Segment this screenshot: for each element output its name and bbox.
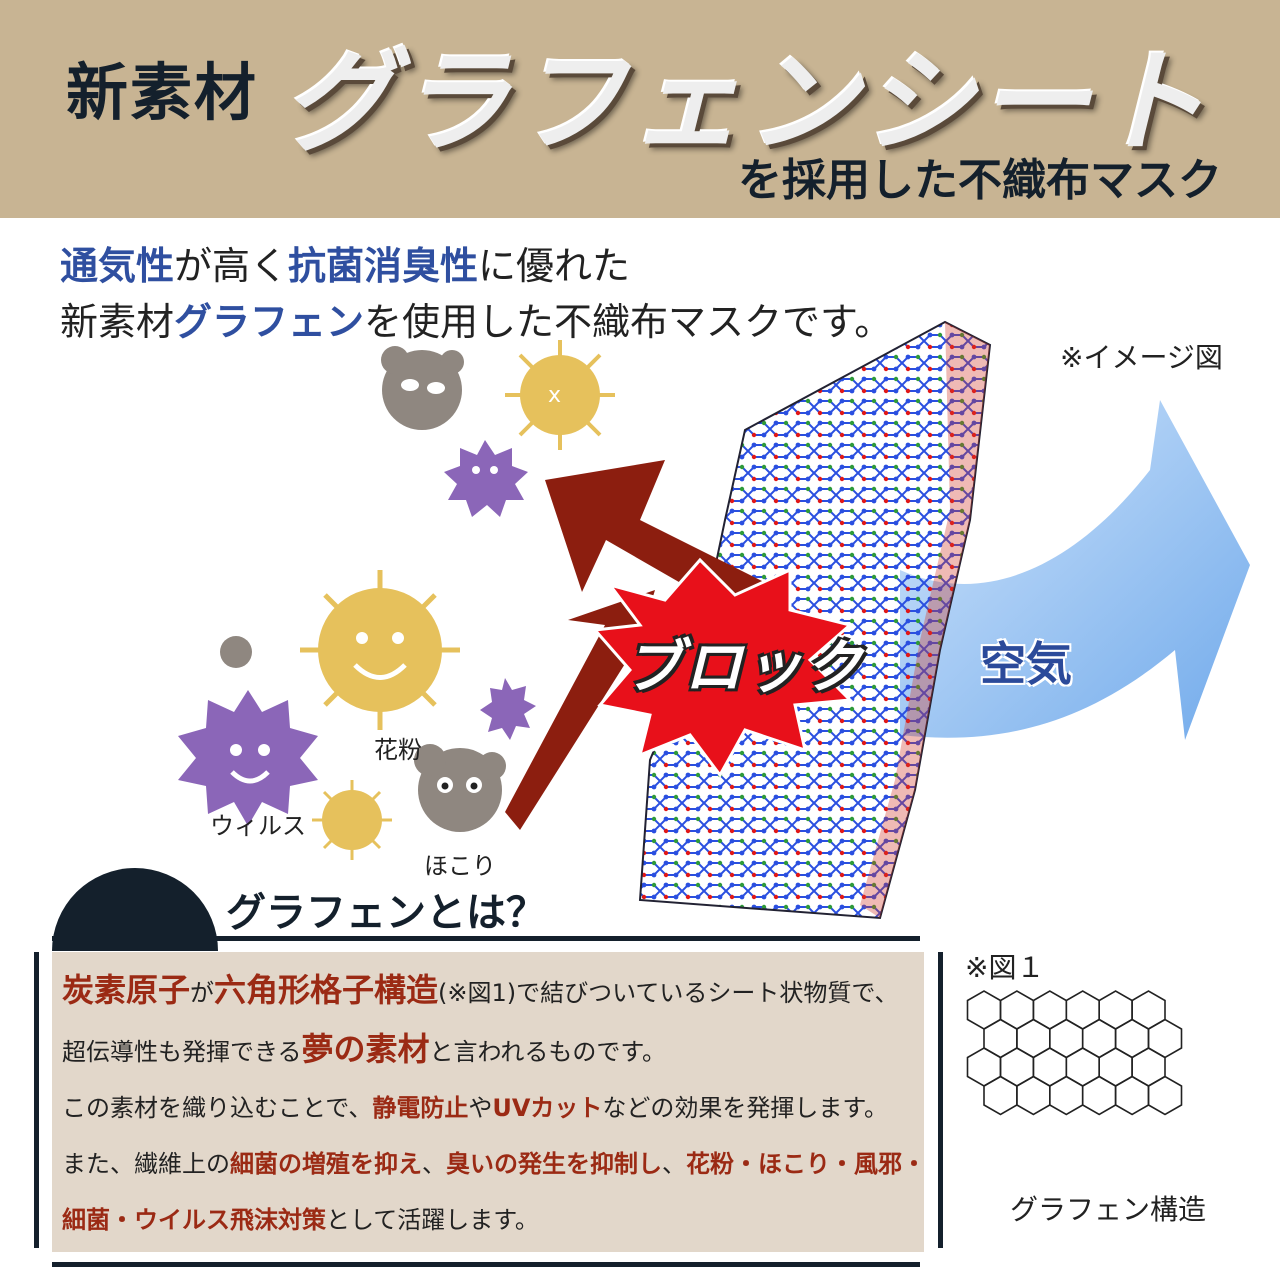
description-segment: 細菌・ウイルス飛沫対策 — [62, 1206, 326, 1234]
dust-germ-big — [414, 744, 506, 832]
hexagon-cell — [1065, 1047, 1100, 1087]
pollen-germ-big — [300, 570, 460, 730]
intro-segment: に優れた — [478, 244, 631, 288]
header-main-title: グラフェンシート — [282, 38, 1210, 168]
hexagon-cell — [1081, 1075, 1117, 1116]
dust-label: ほこり — [424, 852, 496, 880]
hexagon-cell — [1098, 990, 1133, 1030]
description-segment: として活躍します。 — [326, 1206, 539, 1234]
pollen-germ-small — [312, 780, 392, 860]
hexagon-cell — [1032, 990, 1068, 1030]
intro-line-1: 通気性が高く抗菌消臭性に優れた — [60, 238, 892, 294]
hexagon-cell — [1114, 1075, 1150, 1116]
hexagon-cell — [1032, 1047, 1068, 1087]
description-segment: UVカット — [492, 1094, 603, 1122]
hexagon-cell — [1016, 1018, 1051, 1059]
description-segment: 臭いの発生を抑制し — [446, 1150, 662, 1178]
description-segment: 細菌の増殖を抑え — [230, 1150, 422, 1178]
description-segment: (※図1)で結びついているシート状物質で、 — [438, 979, 899, 1007]
intro-segment: グラフェン — [174, 300, 365, 344]
hexagon-cell — [966, 990, 1002, 1030]
block-burst — [591, 557, 854, 778]
virus-label: ウィルス — [210, 812, 306, 840]
hexagon-cell — [1114, 1018, 1150, 1059]
hexagon-cell — [983, 1018, 1018, 1059]
pollen-germ-top: x — [505, 340, 615, 450]
description-segment: 、 — [422, 1150, 446, 1178]
virus-germ-top — [444, 440, 528, 517]
mask-illustration: x — [178, 320, 1250, 920]
description-segment: 静電防止 — [372, 1094, 469, 1122]
description-segment: 夢の素材 — [301, 1030, 430, 1068]
virus-germ-small — [480, 678, 536, 740]
description-line: 炭素原子が六角形格子構造(※図1)で結びついているシート状物質で、 — [62, 962, 922, 1021]
divider-bottom — [52, 1262, 920, 1267]
hexagon-cell — [999, 990, 1035, 1030]
what-is-title: グラフェンとは？ — [226, 890, 546, 936]
figure-caption: グラフェン構造 — [1010, 1193, 1207, 1226]
hexagon-cell — [1081, 1018, 1117, 1059]
image-note: ※イメージ図 — [1060, 341, 1223, 374]
block-label: ブロック — [624, 633, 865, 701]
hexagon-cell — [1049, 1075, 1084, 1116]
description-segment: 六角形格子構造 — [214, 971, 439, 1009]
hexagon-cell — [1065, 990, 1100, 1030]
hexagon-cell — [983, 1075, 1018, 1116]
divider-top — [52, 936, 920, 941]
divider-right — [938, 952, 943, 1248]
description-line: また、繊維上の細菌の増殖を抑え、臭いの発生を抑制し、花粉・ほこり・風邪・ — [62, 1136, 926, 1192]
dust-germ-small — [220, 636, 252, 668]
description-segment: 超伝導性も発揮できる — [62, 1038, 302, 1066]
divider-left — [34, 952, 39, 1248]
description-box — [52, 952, 924, 1252]
svg-text:x: x — [548, 383, 561, 408]
hexagon-cell — [1098, 1047, 1133, 1087]
pollen-label: 花粉 — [374, 736, 422, 764]
intro-text: 通気性が高く抗菌消臭性に優れた 新素材グラフェンを使用した不織布マスクです。 — [60, 238, 892, 350]
description-segment: 花粉・ほこり・風邪・ — [686, 1150, 926, 1178]
virus-germ-big — [178, 690, 318, 826]
hexagon-cell — [1049, 1018, 1084, 1059]
hexagon-cell — [1131, 990, 1166, 1030]
description-line: この素材を織り込むことで、静電防止やUVカットなどの効果を発揮します。 — [62, 1080, 922, 1136]
air-arrow — [900, 400, 1250, 740]
hexagon-cell — [966, 1047, 1002, 1087]
description-line: 細菌・ウイルス飛沫対策として活躍します。 — [62, 1192, 922, 1248]
hexagon-cell — [1016, 1075, 1051, 1116]
description-segment: 、 — [662, 1150, 686, 1178]
description-segment: この素材を織り込むことで、 — [62, 1094, 373, 1122]
figure-note: ※図１ — [965, 951, 1045, 984]
hexagon-cell — [1147, 1075, 1183, 1116]
hexagon-cell — [999, 1047, 1035, 1087]
description-segment: や — [468, 1094, 493, 1122]
header-subtitle: を採用した不織布マスク — [738, 155, 1222, 206]
hexagon-cell — [1147, 1018, 1183, 1059]
air-label: 空気 — [980, 637, 1072, 691]
header-banner: 新素材 グラフェンシート を採用した不織布マスク — [0, 0, 1280, 218]
hexagon-cell — [1131, 1047, 1166, 1087]
header-prefix: 新素材 — [66, 56, 259, 129]
intro-segment: を使用した不織布マスクです。 — [364, 300, 893, 344]
description-line: 超伝導性も発揮できる夢の素材と言われるものです。 — [62, 1021, 922, 1080]
intro-segment: が高く — [174, 244, 289, 288]
intro-segment: 通気性 — [60, 244, 175, 288]
graphene-structure-figure — [966, 990, 1183, 1116]
description-segment: と言われるものです。 — [429, 1038, 666, 1066]
description-segment: また、繊維上の — [62, 1150, 230, 1178]
intro-segment: 新素材 — [60, 300, 175, 344]
description-segment: が — [190, 979, 215, 1007]
description-text: 炭素原子が六角形格子構造(※図1)で結びついているシート状物質で、超伝導性も発揮… — [62, 962, 926, 1248]
intro-segment: 抗菌消臭性 — [288, 244, 479, 288]
intro-line-2: 新素材グラフェンを使用した不織布マスクです。 — [60, 294, 892, 350]
description-segment: 炭素原子 — [62, 971, 191, 1009]
description-segment: などの効果を発揮します。 — [602, 1094, 888, 1122]
dust-germ-top — [381, 346, 464, 430]
